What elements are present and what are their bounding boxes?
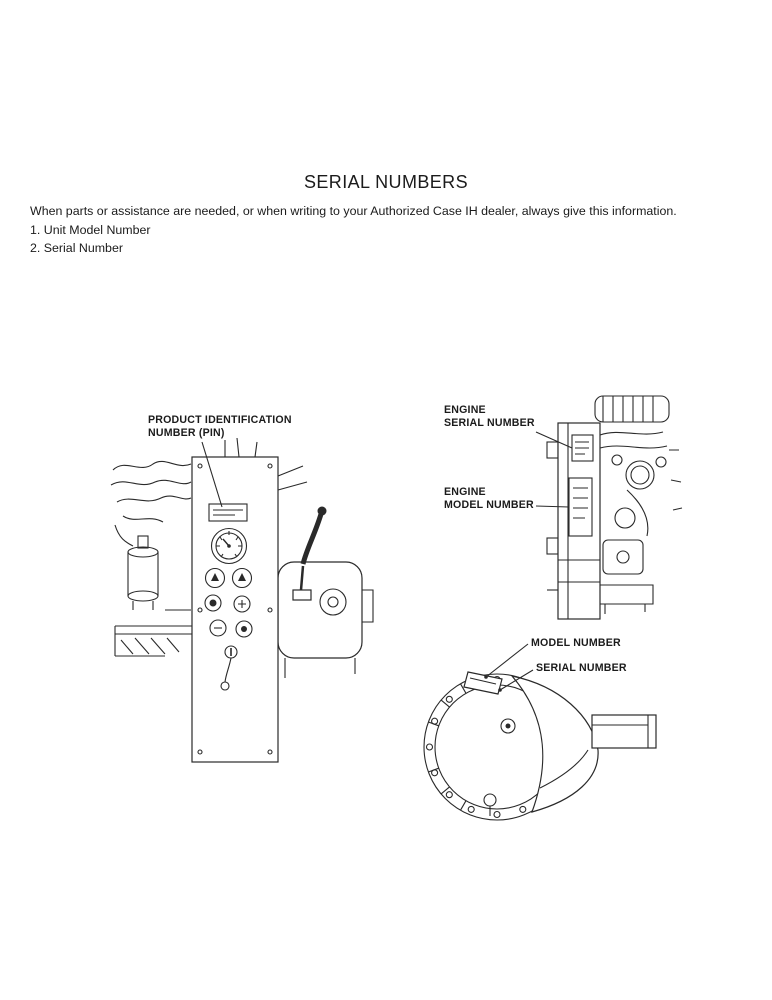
axle-illustration <box>423 643 657 821</box>
instrument-panel <box>191 456 279 763</box>
id-plate <box>463 671 503 695</box>
list-item: 2. Serial Number <box>30 240 123 255</box>
engine-plates <box>558 423 600 619</box>
intro-text: When parts or assistance are needed, or … <box>30 204 677 218</box>
transmission-housing-sketch <box>277 465 374 678</box>
pin-label: PRODUCT IDENTIFICATION NUMBER (PIN) <box>148 414 292 439</box>
engine-model-label: ENGINE MODEL NUMBER <box>444 486 534 511</box>
engine-serial-leader-line <box>535 431 573 449</box>
housing-rib <box>539 749 589 789</box>
engine-serial-label: ENGINE SERIAL NUMBER <box>444 404 535 429</box>
main-gauge <box>210 527 248 565</box>
engine-model-leader-line <box>535 505 570 508</box>
pin-plate <box>208 503 248 522</box>
drain-plug <box>483 793 497 816</box>
engine-bay-sketch <box>110 437 258 657</box>
info-list: 1. Unit Model Number 2. Serial Number <box>30 222 151 257</box>
axle-serial-label: SERIAL NUMBER <box>536 662 627 674</box>
control-lever <box>292 506 327 601</box>
console-illustration <box>110 437 374 763</box>
axle-model-label: MODEL NUMBER <box>531 637 621 649</box>
page-title: SERIAL NUMBERS <box>304 172 468 192</box>
fill-plug <box>500 718 516 734</box>
engine-components-sketch <box>546 395 683 614</box>
panel-gauges <box>197 463 273 755</box>
axle-shaft <box>591 714 657 749</box>
axle-leader-lines <box>484 643 534 692</box>
gearbox-housing <box>510 675 599 813</box>
engine-block <box>557 422 601 620</box>
engine-illustration <box>535 395 683 620</box>
list-item: 1. Unit Model Number <box>30 223 151 237</box>
pin-leader-line <box>201 441 223 508</box>
